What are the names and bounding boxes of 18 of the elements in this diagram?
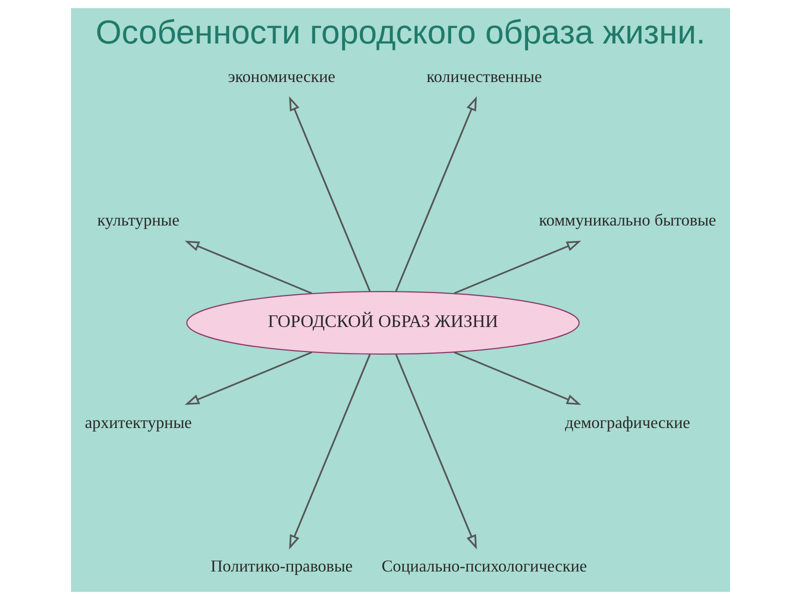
node-text: Социально-психологические	[381, 556, 586, 576]
node-text: демографические	[564, 413, 690, 432]
node-text: количественные	[426, 67, 542, 86]
arrow	[184, 240, 312, 294]
node-text: коммуникально бытовые	[538, 210, 716, 230]
node-text: Политико-правовые	[210, 556, 352, 576]
arrow	[184, 352, 312, 405]
node-text: архитектурные	[84, 413, 192, 432]
arrow	[288, 354, 370, 550]
diagram-title: Особенности городского образа жизни.	[95, 14, 705, 52]
arrow	[453, 240, 581, 294]
node-ellipse: ГОРОДСКОЙ ОБРАЗ ЖИЗНИ	[186, 291, 580, 355]
arrow	[453, 352, 581, 405]
arrow	[288, 96, 370, 292]
node-text: экономические	[228, 67, 335, 86]
arrow	[394, 96, 476, 292]
node-text: культурные	[96, 210, 179, 230]
arrow	[394, 354, 476, 550]
